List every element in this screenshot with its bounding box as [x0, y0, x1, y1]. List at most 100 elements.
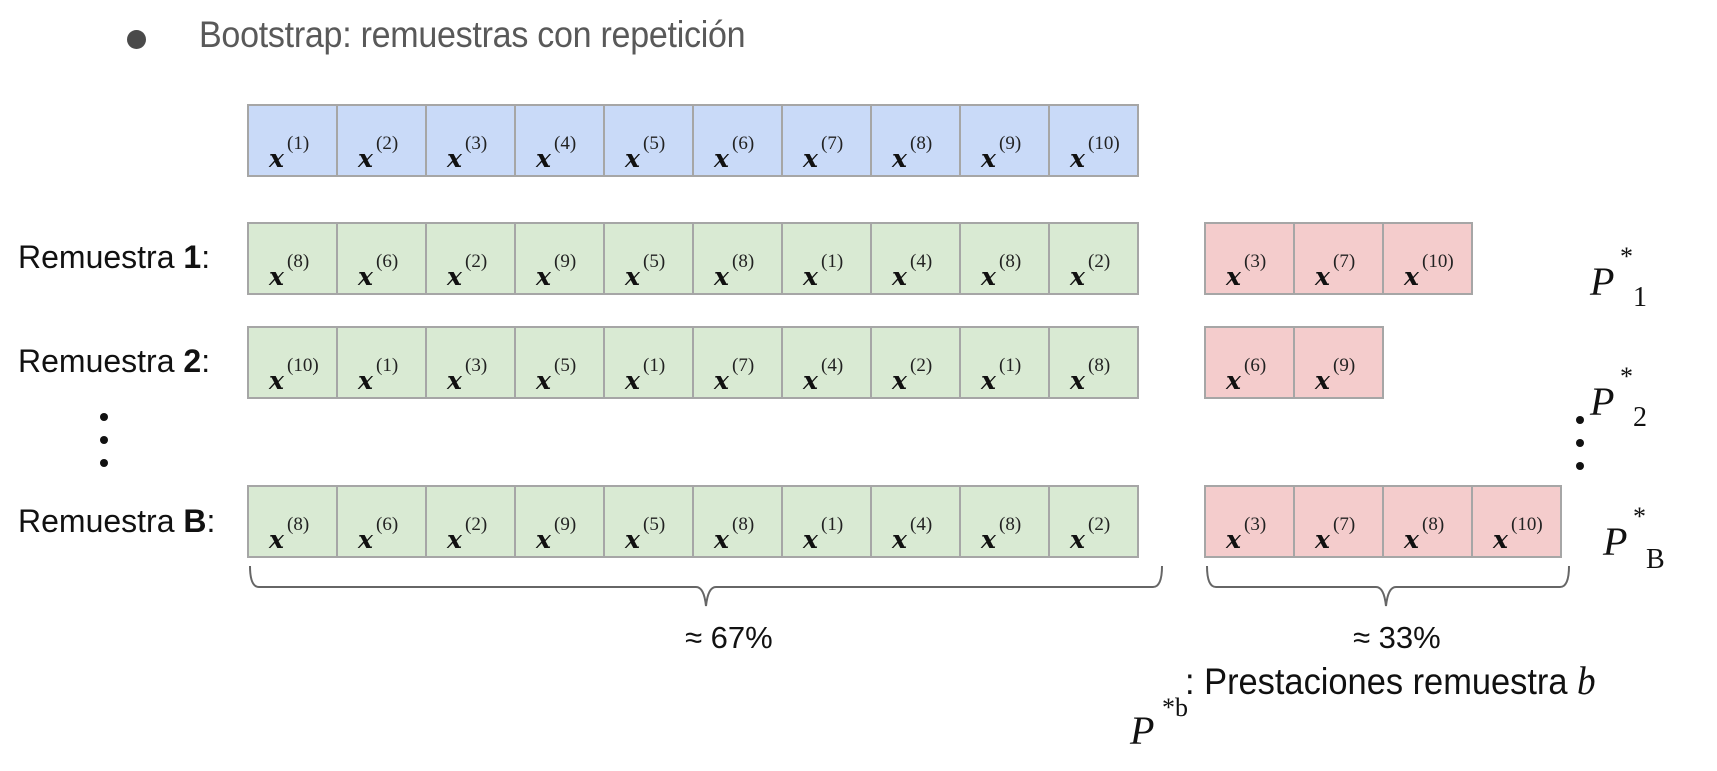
- sample-cell: x(2): [870, 326, 961, 399]
- resample-1-in-bag-row: x(8)x(6)x(2)x(9)x(5)x(8)x(1)x(4)x(8)x(2): [247, 222, 1139, 295]
- sample-cell: x(7): [1293, 222, 1384, 295]
- sample-cell: x(2): [1048, 485, 1139, 558]
- sample-cell: x(7): [692, 326, 783, 399]
- variable-x: x: [981, 366, 996, 395]
- sample-index: (8): [1422, 514, 1445, 535]
- sample-index: (2): [910, 355, 933, 376]
- variable-x: x: [536, 525, 551, 554]
- sample-cell: x(5): [603, 104, 694, 177]
- sample-cell: x(9): [959, 104, 1050, 177]
- in-bag-brace: [249, 566, 1163, 607]
- sample-index: (8): [287, 514, 310, 535]
- variable-x: x: [1070, 144, 1085, 173]
- sample-cell: x(8): [959, 485, 1050, 558]
- sample-index: (8): [732, 251, 755, 272]
- variable-x: x: [714, 144, 729, 173]
- sample-index: (9): [999, 133, 1022, 154]
- sample-cell: x(8): [959, 222, 1050, 295]
- sample-index: (9): [554, 251, 577, 272]
- variable-x: x: [1493, 525, 1508, 554]
- in-bag-percentage: ≈ 67%: [685, 620, 773, 655]
- sample-cell: x(2): [425, 222, 516, 295]
- out-of-bag-percentage: ≈ 33%: [1353, 620, 1441, 655]
- variable-x: x: [1070, 262, 1085, 291]
- sample-cell: x(4): [870, 222, 961, 295]
- sample-index: (7): [732, 355, 755, 376]
- sample-index: (1): [287, 133, 310, 154]
- sample-cell: x(1): [781, 222, 872, 295]
- variable-x: x: [892, 525, 907, 554]
- sample-cell: x(8): [1382, 485, 1473, 558]
- sample-index: (3): [465, 355, 488, 376]
- sample-cell: x(4): [781, 326, 872, 399]
- performance-resample-b: P * B: [1603, 502, 1665, 575]
- sample-cell: x(10): [1471, 485, 1562, 558]
- sample-index: (8): [1088, 355, 1111, 376]
- variable-x: x: [714, 262, 729, 291]
- sample-index: (5): [643, 514, 666, 535]
- sample-cell: x(7): [781, 104, 872, 177]
- sample-cell: x(8): [247, 222, 338, 295]
- sample-cell: x(1): [781, 485, 872, 558]
- performance-resample-1: P * 1: [1590, 242, 1647, 313]
- sample-cell: x(1): [336, 326, 427, 399]
- sample-index: (6): [376, 251, 399, 272]
- resample-b-in-bag-row: x(8)x(6)x(2)x(9)x(5)x(8)x(1)x(4)x(8)x(2): [247, 485, 1139, 558]
- variable-x: x: [625, 144, 640, 173]
- sample-cell: x(3): [425, 104, 516, 177]
- sample-index: (8): [732, 514, 755, 535]
- sample-index: (4): [554, 133, 577, 154]
- resample-b-label: Remuestra B:: [18, 503, 216, 539]
- variable-x: x: [1404, 262, 1419, 291]
- variable-x: x: [892, 262, 907, 291]
- sample-cell: x(8): [1048, 326, 1139, 399]
- variable-x: x: [981, 525, 996, 554]
- resample-2-out-of-bag-row: x(6)x(9): [1204, 326, 1384, 399]
- sample-cell: x(3): [425, 326, 516, 399]
- variable-x: x: [803, 525, 818, 554]
- sample-cell: x(6): [1204, 326, 1295, 399]
- sample-cell: x(3): [1204, 222, 1295, 295]
- sample-cell: x(8): [247, 485, 338, 558]
- sample-index: (10): [287, 355, 319, 376]
- resample-2-in-bag-row: x(10)x(1)x(3)x(5)x(1)x(7)x(4)x(2)x(1)x(8…: [247, 326, 1139, 399]
- variable-x: x: [803, 144, 818, 173]
- performance-resample-2: P * 2: [1590, 362, 1647, 433]
- sample-index: (1): [821, 514, 844, 535]
- out-of-bag-brace: [1206, 566, 1570, 607]
- sample-index: (3): [1244, 251, 1267, 272]
- sample-cell: x(6): [336, 485, 427, 558]
- sample-index: (9): [1333, 355, 1356, 376]
- sample-cell: x(9): [514, 485, 605, 558]
- sample-index: (1): [376, 355, 399, 376]
- slide-title: Bootstrap: remuestras con repetición: [199, 14, 746, 55]
- sample-cell: x(5): [514, 326, 605, 399]
- sample-index: (5): [643, 251, 666, 272]
- sample-index: (7): [821, 133, 844, 154]
- variable-x: x: [1226, 525, 1241, 554]
- sample-index: (1): [643, 355, 666, 376]
- resample-1-out-of-bag-row: x(3)x(7)x(10): [1204, 222, 1473, 295]
- variable-x: x: [1226, 262, 1241, 291]
- variable-x: x: [714, 366, 729, 395]
- sample-cell: x(5): [603, 222, 694, 295]
- sample-index: (3): [1244, 514, 1267, 535]
- variable-x: x: [358, 525, 373, 554]
- sample-cell: x(8): [692, 485, 783, 558]
- sample-cell: x(6): [692, 104, 783, 177]
- sample-cell: x(5): [603, 485, 694, 558]
- sample-cell: x(2): [1048, 222, 1139, 295]
- sample-cell: x(1): [603, 326, 694, 399]
- sample-index: (10): [1088, 133, 1120, 154]
- variable-x: x: [981, 262, 996, 291]
- sample-index: (10): [1422, 251, 1454, 272]
- sample-index: (7): [1333, 514, 1356, 535]
- sample-index: (8): [287, 251, 310, 272]
- variable-x: x: [1315, 525, 1330, 554]
- sample-index: (1): [999, 355, 1022, 376]
- vertical-ellipsis-icon: [1576, 416, 1584, 485]
- variable-x: x: [1315, 262, 1330, 291]
- sample-cell: x(10): [1048, 104, 1139, 177]
- sample-index: (2): [1088, 251, 1111, 272]
- variable-x: x: [1404, 525, 1419, 554]
